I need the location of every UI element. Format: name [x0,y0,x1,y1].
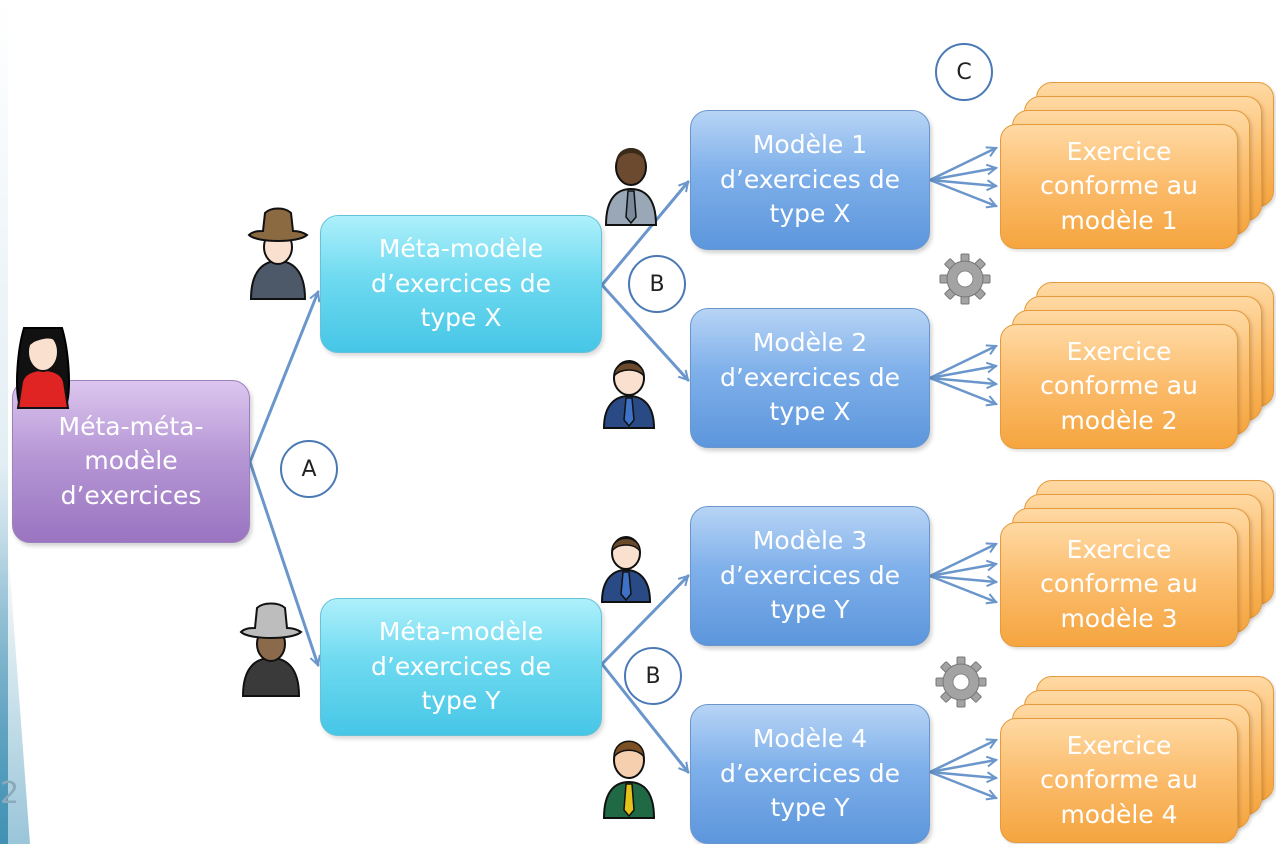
model-4-box: Modèle 4 d’exercices de type Y [690,704,930,844]
model-3-box: Modèle 3 d’exercices de type Y [690,506,930,646]
meta-meta-model-label: Méta-méta- modèle d’exercices [58,411,204,510]
arrow-root-to-metamodel-x [248,292,318,464]
metamodel-x-box: Méta-modèle d’exercices de type X [320,215,602,353]
arrow-metamodel-x-to-model-2 [600,283,690,380]
step-marker-b-y: B [624,647,682,705]
exercise-4-card: Exercice conforme au modèle 4 [1000,718,1238,843]
arrow-metamodel-y-to-model-4 [600,662,690,772]
page-number: 2 [0,776,20,811]
model-2-box: Modèle 2 d’exercices de type X [690,308,930,448]
metamodel-y-label: Méta-modèle d’exercices de type Y [371,617,551,716]
exercise-2-label: Exercice conforme au modèle 2 [1040,336,1198,435]
model-3-label: Modèle 3 d’exercices de type Y [720,526,900,625]
exercise-1-card: Exercice conforme au modèle 1 [1000,124,1238,249]
fan-arrows-model-4 [928,740,996,798]
arrow-metamodel-y-to-model-3 [600,574,690,666]
man-with-hat-avatar-icon [247,207,309,300]
fan-arrows-model-3 [928,544,996,602]
exercise-2-card: Exercice conforme au modèle 2 [1000,324,1238,449]
woman-avatar-icon [16,327,70,409]
gear-icon [939,253,991,305]
model-4-label: Modèle 4 d’exercices de type Y [720,724,900,823]
man-with-tie-avatar-icon [602,360,656,429]
step-marker-c: C [935,43,993,101]
man-with-hat-avatar-icon [239,602,303,697]
model-1-box: Modèle 1 d’exercices de type X [690,110,930,250]
fan-arrows-model-1 [928,148,996,206]
model-2-label: Modèle 2 d’exercices de type X [720,328,900,427]
model-1-label: Modèle 1 d’exercices de type X [720,130,900,229]
man-with-tie-avatar-icon [604,148,658,226]
exercise-3-label: Exercice conforme au modèle 3 [1040,534,1198,633]
exercise-1-label: Exercice conforme au modèle 1 [1040,136,1198,235]
step-marker-a: A [280,440,338,498]
fan-arrows-model-2 [928,346,996,404]
slide-accent-band [0,0,8,844]
arrow-root-to-metamodel-y [248,460,318,665]
man-with-tie-avatar-icon [602,740,656,819]
exercise-4-label: Exercice conforme au modèle 4 [1040,730,1198,829]
exercise-3-card: Exercice conforme au modèle 3 [1000,522,1238,647]
man-with-tie-avatar-icon [600,536,652,603]
arrow-metamodel-x-to-model-1 [600,182,690,287]
step-marker-b-x: B [628,255,686,313]
gear-icon [935,656,987,708]
metamodel-y-box: Méta-modèle d’exercices de type Y [320,598,602,736]
metamodel-x-label: Méta-modèle d’exercices de type X [371,234,551,333]
